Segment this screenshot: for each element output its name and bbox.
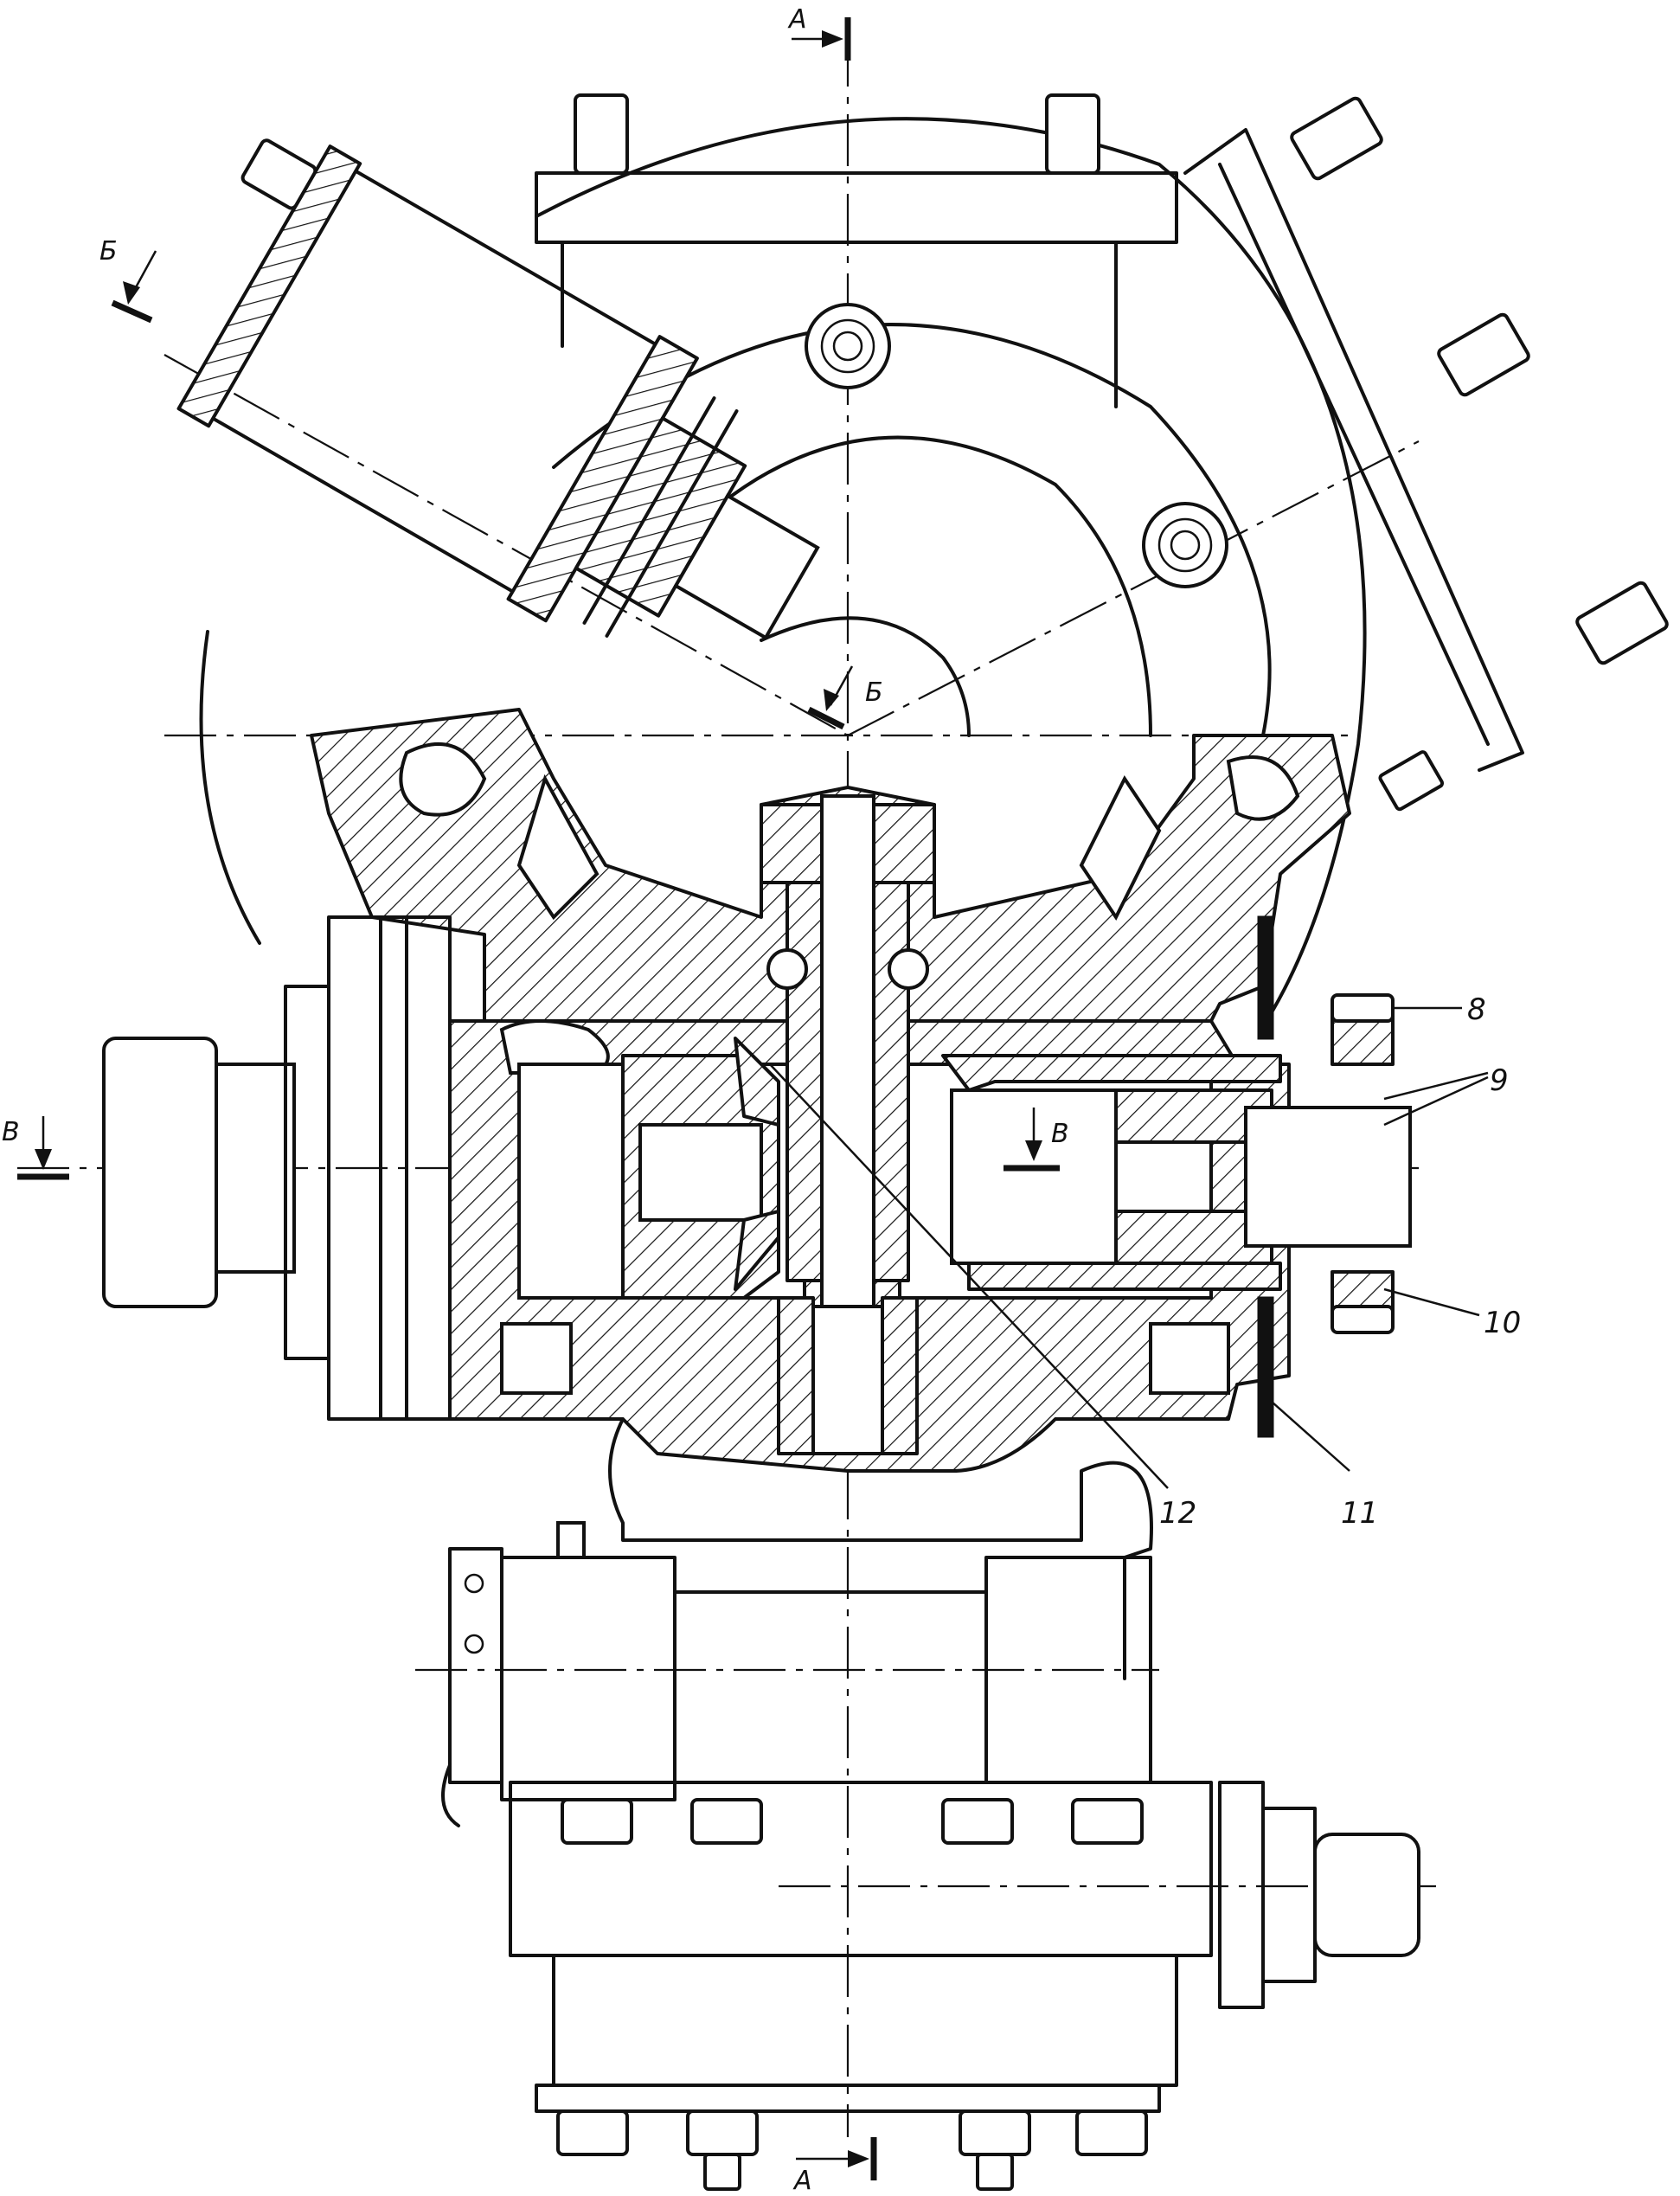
section-marks	[17, 17, 1060, 2180]
callout-8: 8	[1467, 992, 1486, 1027]
right-cylinder	[1183, 96, 1669, 812]
left-cylinder	[176, 138, 820, 640]
right-drive	[941, 915, 1412, 1438]
nut-right	[1142, 502, 1228, 588]
callout-9: 9	[1490, 1063, 1509, 1098]
lower-pump	[441, 1417, 1420, 2191]
top-bolt-right	[1045, 93, 1100, 175]
stud-10	[1331, 1305, 1395, 1334]
section-label-v-left: В	[2, 1117, 20, 1147]
nut-top	[805, 303, 891, 389]
gasket-11	[1257, 1296, 1274, 1438]
central-shaft	[760, 794, 936, 1455]
left-drive	[102, 915, 780, 1421]
callout-leaders	[769, 1006, 1489, 1489]
callout-12: 12	[1159, 1496, 1196, 1531]
section-label-b-left: Б	[99, 236, 118, 266]
section-label-a-top: А	[787, 4, 807, 35]
gasket-upper	[1257, 915, 1274, 1040]
stud-8	[1331, 993, 1395, 1023]
section-label-v-right: В	[1051, 1119, 1069, 1149]
callout-11: 11	[1341, 1496, 1378, 1531]
section-label-b-right: Б	[865, 677, 883, 708]
section-label-a-bottom: А	[792, 2166, 812, 2196]
callout-10: 10	[1484, 1306, 1521, 1340]
top-bolt-left	[574, 93, 629, 175]
